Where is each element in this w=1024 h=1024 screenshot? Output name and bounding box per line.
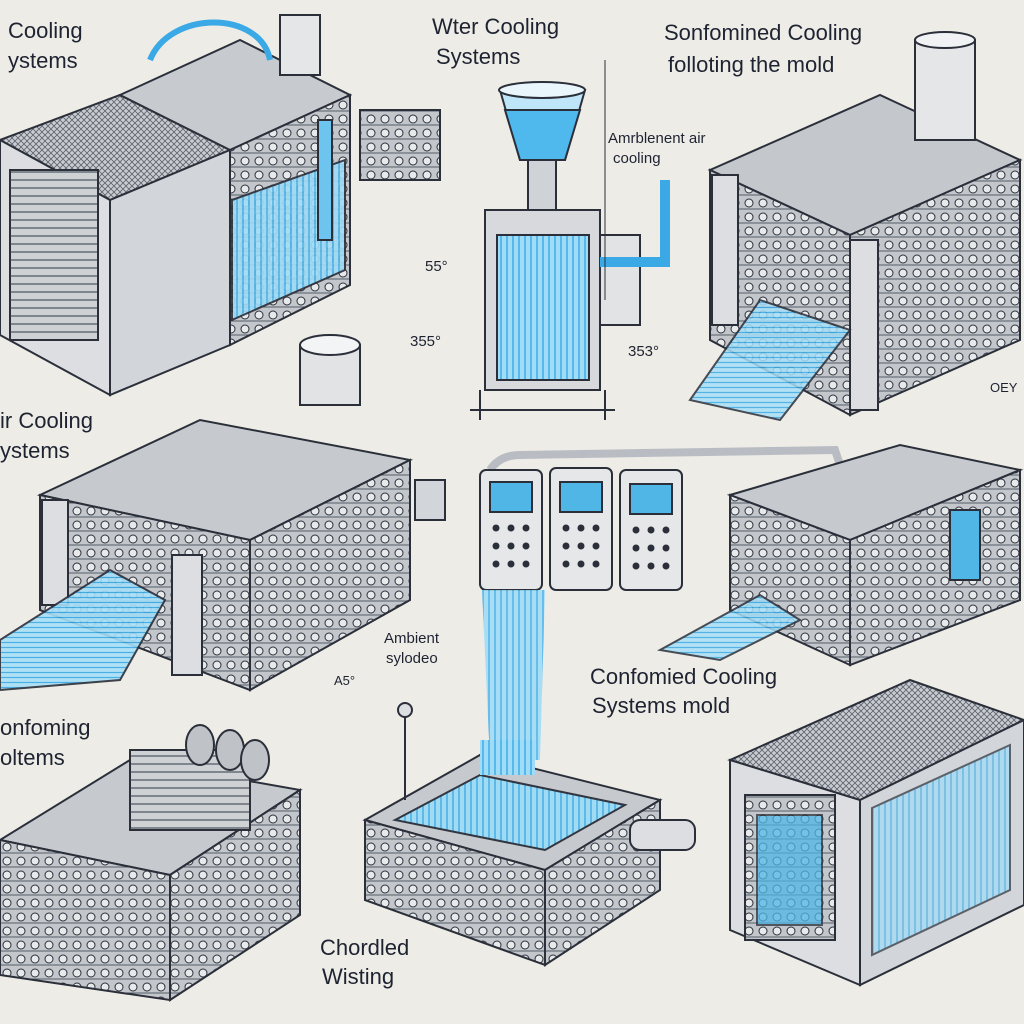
machine-bottom-left [0, 724, 303, 1002]
label-top-left-line2: ystems [8, 48, 78, 73]
label-top-center-line1: Wter Cooling [432, 14, 560, 39]
machine-top-left [0, 14, 441, 397]
water-stream-icon [482, 590, 545, 760]
machine-top-right [688, 31, 1023, 422]
label-bottom-center-line1: Chordled [320, 935, 410, 960]
label-temperature-top: 55° [425, 258, 448, 275]
label-top-left-line1: Cooling [8, 18, 83, 43]
mold-bottom-center [362, 702, 696, 967]
label-corner: OEY [990, 380, 1018, 395]
label-bottom-left-line2: oltems [0, 745, 65, 770]
label-ambient-2-line1: Ambient [384, 630, 440, 647]
machine-bottom-right [727, 678, 1024, 987]
label-top-right-line1: Sonfomined Cooling [664, 20, 863, 45]
control-panel-1 [479, 469, 543, 591]
label-small-a: A5° [334, 673, 356, 688]
water-funnel-unit [470, 60, 670, 420]
machine-middle-right [656, 443, 1024, 667]
label-bottom-left-line1: onfoming [0, 715, 91, 740]
label-center-right-line2: Systems mold [592, 693, 731, 718]
control-panel-2 [549, 467, 613, 591]
label-ambient-line1: Amrblenent air [608, 130, 706, 147]
machine-middle-left [0, 334, 446, 692]
control-panel-3 [619, 469, 683, 591]
label-bottom-center-line2: Wisting [322, 964, 395, 989]
label-ambient-2-line2: sylodeo [386, 650, 438, 667]
label-middle-left-line2: ystems [0, 438, 70, 463]
control-panels [479, 445, 849, 760]
label-top-center-line2: Systems [436, 44, 521, 69]
label-middle-left-line1: ir Cooling [0, 408, 93, 433]
label-top-right-line2: folloting the mold [668, 52, 835, 77]
label-temperature-left: 355° [410, 333, 442, 350]
label-temperature-right: 353° [628, 343, 660, 360]
label-ambient-line2: cooling [613, 150, 661, 167]
label-center-right-line1: Confomied Cooling [590, 664, 778, 689]
